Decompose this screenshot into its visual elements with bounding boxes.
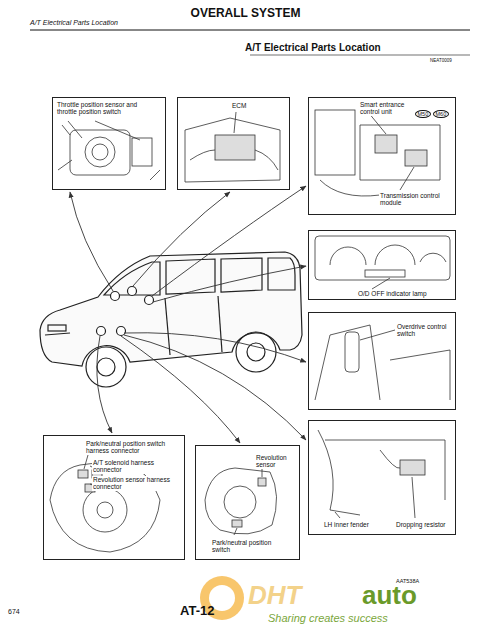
vehicle bbox=[40, 252, 302, 387]
location-panel: O/D OFF indicator lamp bbox=[308, 230, 456, 300]
part-label: ECM bbox=[231, 102, 247, 109]
combination-meter bbox=[315, 236, 450, 289]
part-label: Dropping resistor bbox=[395, 521, 447, 528]
part-label: Park/neutral position switch bbox=[211, 539, 283, 554]
running-head: A/T Electrical Parts Location bbox=[30, 19, 118, 26]
control-unit bbox=[315, 110, 440, 196]
page-number: 674 bbox=[8, 608, 20, 615]
part-label: A/T solenoid harness connector bbox=[92, 459, 179, 474]
connector-code: M60 bbox=[433, 110, 449, 118]
watermark: DHT bbox=[248, 580, 301, 611]
throttle-body bbox=[58, 121, 160, 180]
section-heading: A/T Electrical Parts Location bbox=[245, 42, 381, 53]
figure-code: NEAT0009 bbox=[430, 58, 452, 63]
location-panel: Park/neutral position switch harness con… bbox=[43, 435, 185, 560]
header-rule bbox=[250, 55, 470, 56]
part-label: Overdrive control switch bbox=[396, 323, 453, 338]
part-label: O/D OFF indicator lamp bbox=[357, 290, 428, 297]
watermark: auto bbox=[362, 580, 417, 611]
part-label: Smart entrance control unit bbox=[359, 101, 417, 116]
location-panel: ECM bbox=[177, 97, 290, 190]
ecm-unit bbox=[185, 112, 280, 182]
transaxle bbox=[205, 464, 277, 535]
part-label: Revolution sensor harness connector bbox=[92, 476, 179, 491]
location-panel: Overdrive control switch bbox=[308, 312, 456, 410]
location-panel: Revolution sensorPark/neutral position s… bbox=[195, 445, 300, 560]
location-panel: Smart entrance control unitM50M60Transmi… bbox=[308, 97, 456, 215]
location-panel: LH inner fender Dropping resistor bbox=[308, 420, 456, 535]
part-label: Park/neutral position switch harness con… bbox=[85, 440, 182, 455]
part-label: LH inner fender bbox=[323, 521, 370, 528]
connector-code: M50 bbox=[415, 110, 431, 118]
page-title: OVERALL SYSTEM bbox=[0, 6, 491, 20]
part-label: Throttle position sensor and throttle po… bbox=[56, 101, 148, 116]
watermark: Sharing creates success bbox=[268, 612, 388, 624]
location-panel: Throttle position sensor and throttle po… bbox=[52, 97, 166, 190]
pointer-arrow bbox=[70, 186, 306, 443]
part-label: Transmission control module bbox=[379, 192, 453, 207]
header-rule bbox=[30, 30, 470, 31]
page-code: AT-12 bbox=[180, 603, 214, 618]
dropping-resistor bbox=[318, 430, 445, 518]
part-label: Revolution sensor bbox=[255, 454, 297, 469]
